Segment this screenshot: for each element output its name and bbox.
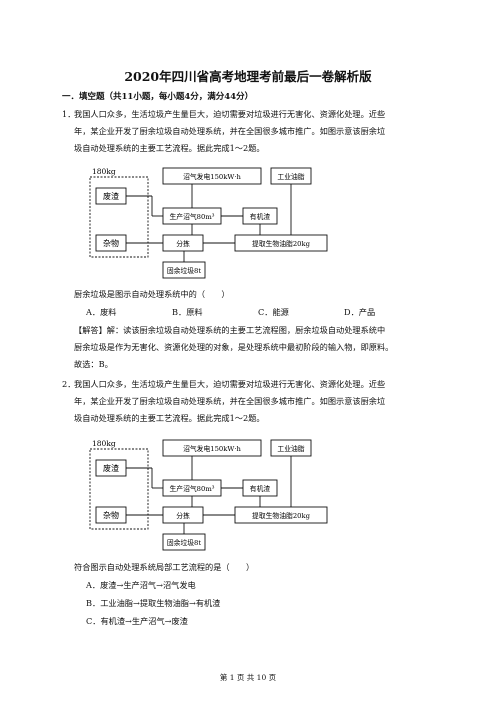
bio-oil-label: 提取生物油脂20kg (252, 239, 311, 248)
page-title: 2020年四川省高考地理考前最后一卷解析版 (124, 69, 372, 84)
q1-option-b: B．原料 (172, 307, 203, 317)
process-diagram-1: 180kg 废渣 杂物 沼气发电150kW·h 工业油脂 生产沼气80m³ 有机… (89, 167, 328, 279)
biogas-label: 生产沼气80m³ (169, 212, 214, 221)
q2-question: 符合图示自动处理系统局部工艺流程的是（ ） (74, 562, 255, 572)
q2-stem-line: 年，某企业开发了厨余垃圾自动处理系统，并在全国很多城市推广。如图示意该厨余垃 (74, 396, 386, 406)
industrial-oil-label: 工业油脂 (277, 172, 304, 181)
bio-oil-label: 提取生物油脂20kg (252, 511, 311, 520)
power-label: 沼气发电150kW·h (183, 444, 241, 453)
q1-options: A．废料 B．原料 C．能源 D．产品 (86, 306, 375, 318)
q1-option-c: C．能源 (258, 307, 289, 317)
sorting-label: 分拣 (176, 511, 190, 520)
process-diagram-2: 180kg 废渣 杂物 沼气发电150kW·h 工业油脂 生产沼气80m³ 有机… (89, 439, 328, 551)
input-weight-label: 180kg (92, 167, 116, 176)
q2-stem-line: 圾自动处理系统的主要工艺流程。据此完成1～2题。 (74, 413, 265, 423)
misc-label: 杂物 (103, 510, 119, 520)
q1-answer-line: 故选：B。 (74, 359, 113, 369)
sorting-label: 分拣 (176, 239, 190, 248)
page-footer: 第 1 页 共 10 页 (219, 673, 277, 682)
q1-stem-line: 圾自动处理系统的主要工艺流程。据此完成1～2题。 (74, 143, 265, 153)
industrial-oil-label: 工业油脂 (277, 444, 304, 453)
organic-label: 有机渣 (250, 484, 271, 493)
waste-label: 废渣 (103, 191, 119, 201)
residue-label: 固余垃圾8t (167, 266, 202, 275)
q1-question: 厨余垃圾是图示自动处理系统中的（ ） (74, 289, 230, 299)
organic-label: 有机渣 (250, 212, 271, 221)
q2-option-c: C．有机渣→生产沼气→废渣 (86, 616, 188, 626)
q1-option-d: D．产品 (344, 307, 376, 317)
q2-number: 2． (62, 379, 76, 389)
residue-label: 固余垃圾8t (167, 538, 202, 547)
misc-label: 杂物 (103, 238, 119, 248)
waste-label: 废渣 (103, 463, 119, 473)
q1-stem-line: 我国人口众多，生活垃圾产生量巨大，迫切需要对垃圾进行无害化、资源化处理。近些 (74, 109, 386, 119)
input-weight-label: 180kg (92, 439, 116, 448)
q1-option-a: A．废料 (86, 307, 117, 317)
q1-stem-line: 年，某企业开发了厨余垃圾自动处理系统，并在全国很多城市推广。如图示意该厨余垃 (74, 126, 386, 136)
q2-option-a: A．废渣→生产沼气→沼气发电 (86, 580, 196, 590)
q1-answer-line: 【解答】解：读该厨余垃圾自动处理系统的主要工艺流程图，厨余垃圾自动处理系统中 (74, 325, 386, 335)
q1-number: 1． (62, 109, 76, 119)
section-heading: 一．填空题（共11小题，每小题4分，满分44分） (62, 92, 254, 102)
biogas-label: 生产沼气80m³ (169, 484, 214, 493)
q2-option-b: B．工业油脂→提取生物油脂→有机渣 (86, 598, 221, 608)
q2-stem-line: 我国人口众多，生活垃圾产生量巨大，迫切需要对垃圾进行无害化、资源化处理。近些 (74, 379, 386, 389)
q1-answer-line: 厨余垃圾是作为无害化、资源化处理的对象，是处理系统中最初阶段的输入物，即原料。 (74, 342, 394, 352)
power-label: 沼气发电150kW·h (183, 172, 241, 181)
